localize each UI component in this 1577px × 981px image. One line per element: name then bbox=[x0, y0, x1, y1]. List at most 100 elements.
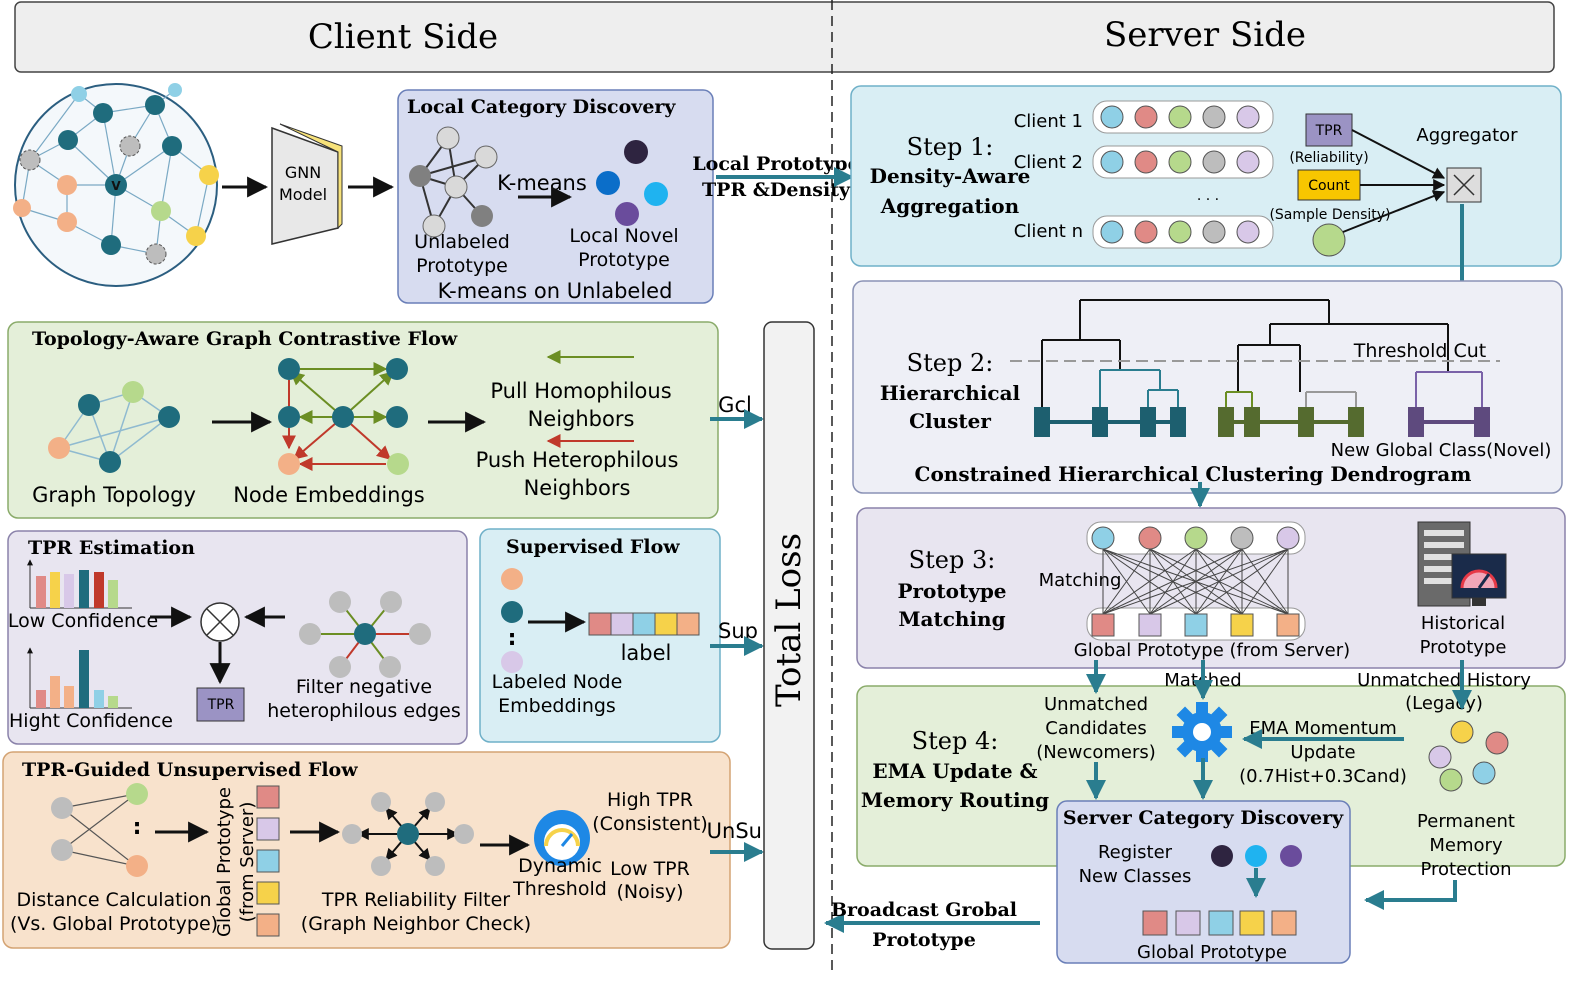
local-prototype-label-1: Local Prototype bbox=[692, 153, 859, 175]
gnn-model-block: GNN Model bbox=[271, 123, 343, 245]
step2-l3: Cluster bbox=[909, 409, 991, 433]
sup-emb-1: Labeled Node bbox=[492, 671, 623, 693]
step3-l1: Step 3: bbox=[909, 546, 996, 574]
lcd-footer: K-means on Unlabeled bbox=[438, 279, 673, 303]
tagc-title: Topology-Aware Graph Contrastive Flow bbox=[32, 328, 458, 350]
threshold-label: Threshold Cut bbox=[1353, 340, 1486, 362]
high-confidence-label: Hight Confidence bbox=[9, 710, 173, 732]
step4-l3: Memory Routing bbox=[861, 788, 1049, 812]
broadcast-2: Prototype bbox=[872, 929, 976, 951]
aggregator-label: Aggregator bbox=[1416, 125, 1518, 146]
client-prototype-dot bbox=[1236, 220, 1260, 244]
step3-l3: Matching bbox=[898, 607, 1005, 631]
tpr-title: TPR Estimation bbox=[28, 537, 195, 559]
lcd-title: Local Category Discovery bbox=[407, 96, 676, 118]
lcd-novel-2: Prototype bbox=[578, 249, 670, 271]
client-prototype-dot bbox=[1100, 150, 1124, 174]
clientn-label: Client n bbox=[1014, 221, 1083, 242]
low-tpr-2: (Noisy) bbox=[616, 881, 683, 903]
server-category-discovery: Server Category Discovery Register New C… bbox=[1056, 800, 1351, 964]
dist-label-2: (Vs. Global Prototype) bbox=[10, 913, 218, 935]
scd-global: Global Prototype bbox=[1137, 942, 1287, 963]
push-label-1: Push Heterophilous bbox=[476, 448, 679, 472]
gnn-label-2: Model bbox=[279, 185, 327, 204]
tpr-box-label: TPR bbox=[207, 697, 235, 713]
high-tpr-2: (Consistent) bbox=[592, 813, 707, 835]
sup-label-text: label bbox=[621, 641, 672, 665]
step2-l1: Step 2: bbox=[907, 349, 994, 377]
tpr-box bbox=[196, 687, 245, 722]
client-prototype-dot bbox=[1202, 150, 1226, 174]
lcd-novel-1: Local Novel bbox=[569, 225, 678, 247]
push-label-2: Neighbors bbox=[524, 476, 631, 500]
step1-density: (Sample Density) bbox=[1269, 207, 1390, 223]
unmatched-3: (Newcomers) bbox=[1036, 742, 1156, 763]
total-loss-box bbox=[763, 321, 815, 950]
tpr-estimation: TPR Estimation Low Confidence Hight Conf… bbox=[7, 530, 468, 745]
client1-label: Client 1 bbox=[1014, 111, 1083, 132]
historical-label-2: Prototype bbox=[1420, 637, 1507, 658]
unmatched-1: Unmatched bbox=[1044, 694, 1148, 715]
historical-server-icon bbox=[1417, 521, 1507, 607]
gp-vertical-2: (from Server) bbox=[237, 802, 258, 923]
sup-dots: : bbox=[508, 626, 517, 651]
step4-l2: EMA Update & bbox=[872, 759, 1037, 783]
step1-l3: Aggregation bbox=[880, 194, 1020, 218]
match-edge bbox=[1241, 548, 1289, 615]
client-prototype-dot bbox=[1202, 105, 1226, 129]
arrow-memory-to-scd bbox=[1364, 880, 1457, 910]
scd-title: Server Category Discovery bbox=[1063, 807, 1344, 829]
rel-filter-2: (Graph Neighbor Check) bbox=[301, 913, 531, 935]
sup-emb-2: Embeddings bbox=[498, 695, 616, 717]
match-edge bbox=[1102, 548, 1197, 615]
unsup-dots: : bbox=[133, 815, 142, 840]
client2-label: Client 2 bbox=[1014, 152, 1083, 173]
client-prototype-dot bbox=[1202, 220, 1226, 244]
match-edge bbox=[1102, 548, 1289, 615]
gp-vertical-1: Global Prototype bbox=[214, 787, 235, 937]
low-tpr-1: Low TPR bbox=[610, 858, 690, 880]
sup-loss-label: Sup bbox=[718, 619, 758, 643]
broadcast-1: Broadcast Grobal bbox=[831, 899, 1017, 921]
scd-register-1: Register bbox=[1098, 842, 1173, 863]
step2-l2: Hierarchical bbox=[880, 381, 1021, 405]
ema-2: Update bbox=[1290, 742, 1355, 763]
kmeans-label: K-means bbox=[497, 171, 587, 195]
input-graph: V bbox=[13, 83, 219, 287]
historical-label-1: Historical bbox=[1421, 613, 1505, 634]
gnn-label-1: GNN bbox=[285, 163, 321, 182]
unmatched-2: Candidates bbox=[1045, 718, 1146, 739]
lcd-unlabeled-1: Unlabeled bbox=[414, 231, 510, 253]
client-prototype-dot bbox=[1168, 150, 1192, 174]
aggregator-icon bbox=[1446, 167, 1482, 203]
filter-label-1: Filter negative bbox=[296, 676, 432, 698]
header-bar bbox=[14, 1, 1555, 73]
supervised-flow: Supervised Flow : label Labeled Node Emb… bbox=[479, 528, 721, 743]
step1-tpr: TPR bbox=[1315, 123, 1343, 139]
gear-icon bbox=[1172, 702, 1232, 762]
center-node-label: V bbox=[111, 179, 121, 193]
local-prototype-label-2: TPR &Density bbox=[702, 179, 851, 201]
client-prototype-dot bbox=[1134, 220, 1158, 244]
local-category-discovery: Local Category Discovery K-means Unlabel… bbox=[397, 89, 714, 304]
dist-label-1: Distance Calculation bbox=[16, 889, 211, 911]
step1-aggregation: Step 1: Density-Aware Aggregation Client… bbox=[850, 85, 1562, 267]
match-edge bbox=[1102, 548, 1151, 615]
client-dots: . . . bbox=[1197, 188, 1219, 204]
pull-label-1: Pull Homophilous bbox=[490, 379, 671, 403]
center-node bbox=[105, 174, 127, 196]
filter-label-2: heterophilous edges bbox=[267, 700, 461, 722]
client-prototype-dot bbox=[1100, 220, 1124, 244]
dendrogram-caption: Constrained Hierarchical Clustering Dend… bbox=[915, 462, 1472, 486]
topology-contrastive-flow: Topology-Aware Graph Contrastive Flow bbox=[7, 321, 719, 519]
unmatched-history-1: Unmatched History bbox=[1357, 670, 1531, 691]
perm-2: Memory bbox=[1429, 835, 1503, 856]
client-prototype-dot bbox=[1134, 150, 1158, 174]
high-tpr-1: High TPR bbox=[607, 789, 693, 811]
rel-filter-1: TPR Reliability Filter bbox=[321, 889, 510, 911]
step4-l1: Step 4: bbox=[912, 727, 999, 755]
client-prototype-dot bbox=[1236, 150, 1260, 174]
ema-1: EMA Momentum bbox=[1249, 718, 1397, 739]
matching-label: Matching bbox=[1039, 570, 1122, 591]
